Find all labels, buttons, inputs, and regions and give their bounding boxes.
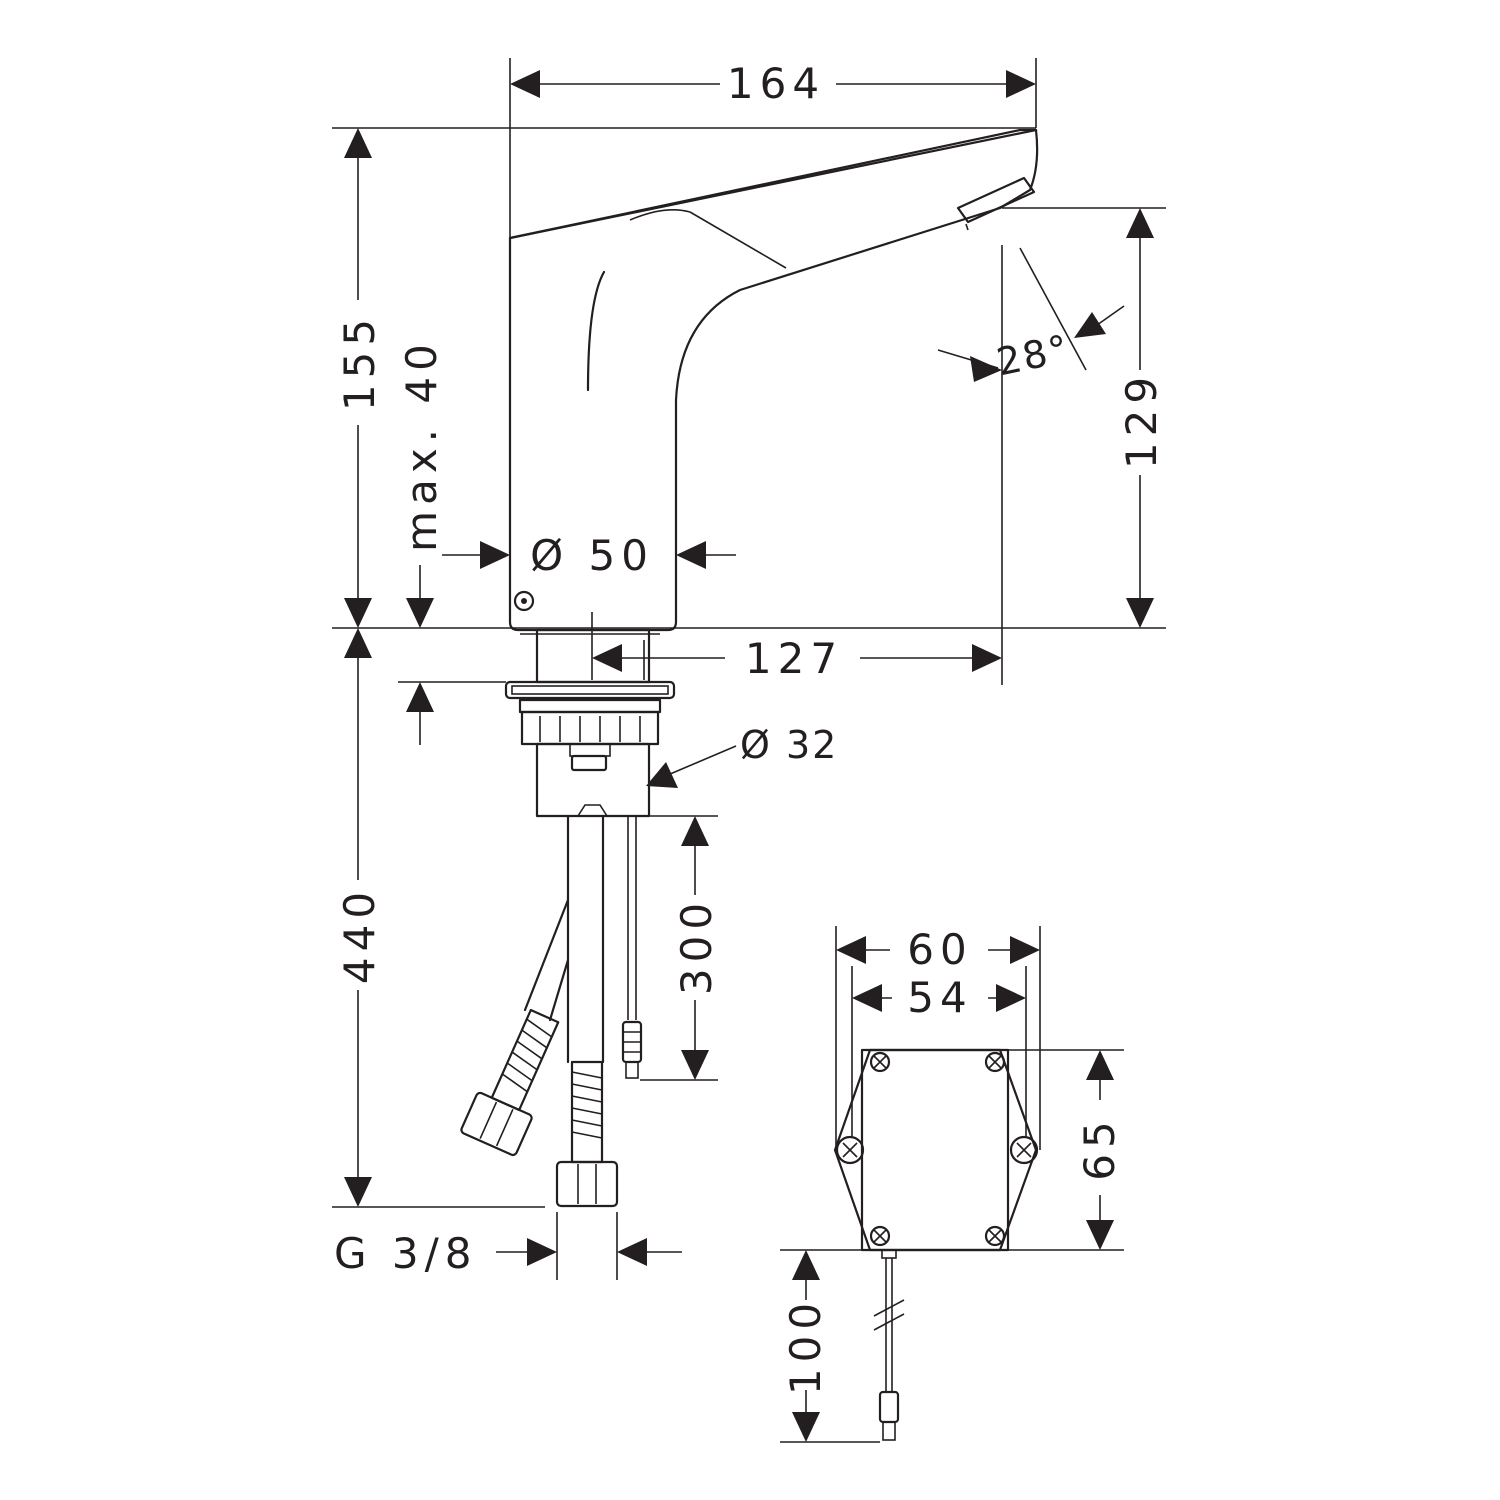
- screw-icon: [869, 1225, 891, 1247]
- dim-cable-length: 300: [672, 897, 721, 995]
- shank-assembly: [504, 628, 676, 818]
- control-box: [833, 1048, 1039, 1441]
- dim-max-thickness: max. 40: [397, 338, 446, 552]
- dim-connection-thread: G 3/8: [334, 1229, 478, 1278]
- dim-install-length: 440: [335, 886, 384, 984]
- dim-spout-reach: 127: [745, 634, 843, 683]
- screw-icon: [869, 1051, 891, 1073]
- faucet-body: [508, 128, 1039, 632]
- screw-icon: [984, 1225, 1006, 1247]
- dimension-lines: [332, 58, 1166, 1443]
- mount-hole-icon: [1009, 1135, 1039, 1165]
- mount-hole-icon: [835, 1135, 865, 1165]
- sensor-icon: [513, 590, 535, 612]
- dim-box-cable-length: 100: [781, 1297, 830, 1395]
- dim-spout-height: 129: [1117, 371, 1166, 469]
- dim-body-diameter: Ø 50: [530, 531, 654, 580]
- screw-icon: [984, 1051, 1006, 1073]
- dim-box-width-inner: 54: [907, 973, 972, 1022]
- dim-overall-height: 155: [335, 313, 384, 411]
- dim-overall-length: 164: [727, 59, 825, 108]
- dim-shank-diameter: Ø 32: [740, 723, 838, 767]
- dim-box-height: 65: [1075, 1115, 1124, 1180]
- dim-box-width-outer: 60: [907, 925, 972, 974]
- supply-hoses: [460, 814, 643, 1208]
- dim-spout-angle: 28°: [993, 326, 1074, 384]
